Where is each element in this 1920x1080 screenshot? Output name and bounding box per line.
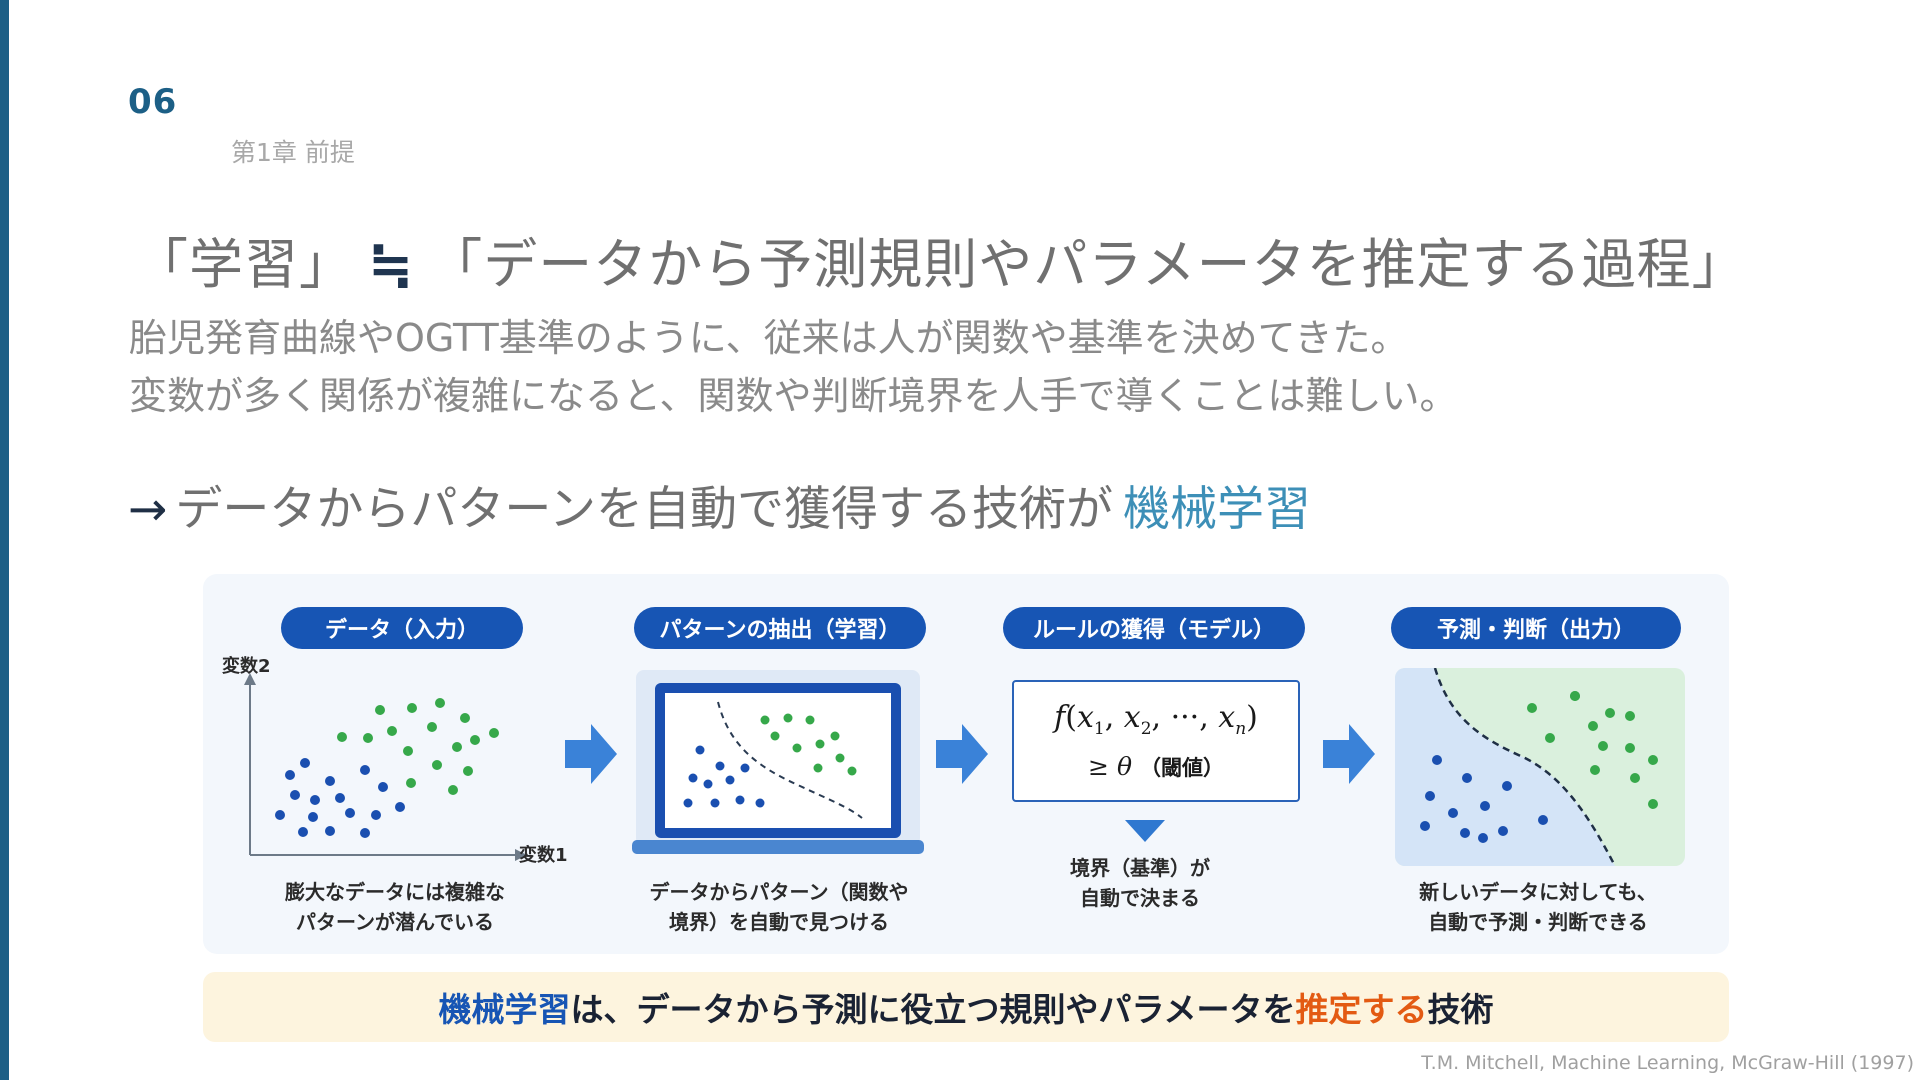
- left-accent-bar: [0, 0, 9, 1080]
- summary-emphasis: 推定する: [1295, 990, 1428, 1029]
- body-line-2: 変数が多く関係が複雑になると、関数や判断境界を人手で導くことは難しい。: [129, 374, 1458, 418]
- output-blue-points: [1420, 755, 1548, 843]
- summary-text-1: は、データから予測に役立つ規則やパラメータを: [570, 990, 1296, 1029]
- step-pill-output: 予測・判断（出力）: [1391, 607, 1681, 649]
- headline-left: 「学習」: [134, 233, 354, 296]
- y-axis-label: 変数2: [222, 656, 271, 677]
- step-caption-output: 新しいデータに対しても、 自動で予測・判断できる: [1419, 880, 1657, 934]
- summary-term: 機械学習: [438, 990, 571, 1029]
- output-green-points: [1527, 691, 1658, 809]
- green-points: [337, 698, 499, 795]
- approx-equal-symbol: ≒: [368, 233, 415, 296]
- formula-line-2: ≥ θ （閾値）: [1088, 752, 1224, 781]
- citation: T.M. Mitchell, Machine Learning, McGraw-…: [1421, 1052, 1914, 1074]
- model-formula-box: f(x1, x2, ···, xn) ≥ θ （閾値）: [1012, 680, 1300, 802]
- input-scatter-plot: [244, 673, 527, 861]
- formula-line-1: f(x1, x2, ···, xn): [1054, 700, 1258, 739]
- laptop-screen: [665, 693, 891, 828]
- summary-banner: 機械学習は、データから予測に役立つ規則やパラメータを推定する技術: [203, 972, 1729, 1042]
- step-caption-input: 膨大なデータには複雑な パターンが潜んでいる: [285, 880, 505, 934]
- conclusion-text: データからパターンを自動で獲得する技術が: [175, 482, 1114, 537]
- step-pill-input: データ（入力）: [281, 607, 523, 649]
- summary-text-2: 技術: [1427, 990, 1494, 1029]
- step-caption-learning: データからパターン（関数や 境界）を自動で見つける: [649, 880, 909, 934]
- headline-right: 「データから予測規則やパラメータを推定する過程」: [428, 233, 1747, 296]
- flow-arrow-icon: [565, 724, 617, 784]
- chapter-label: 第1章 前提: [231, 138, 355, 167]
- boundary-line: [1433, 668, 1617, 866]
- flow-arrow-icon: [1323, 724, 1375, 784]
- x-axis-arrow-icon: [515, 849, 527, 861]
- decision-boundary-line: [717, 701, 863, 819]
- right-arrow-icon: →: [128, 482, 168, 537]
- step-pill-learning: パターンの抽出（学習）: [634, 607, 926, 649]
- body-text: 胎児発育曲線やOGTT基準のように、従来は人が関数や基準を決めてきた。 変数が多…: [129, 309, 1457, 425]
- y-axis-arrow-icon: [244, 673, 256, 685]
- step-caption-model: 境界（基準）が 自動で決まる: [1070, 856, 1210, 910]
- prediction-region-plot: [1395, 668, 1685, 866]
- laptop-base: [632, 840, 924, 854]
- step-pill-model: ルールの獲得（モデル）: [1003, 607, 1305, 649]
- x-axis-label: 変数1: [519, 845, 568, 866]
- laptop-illustration: [632, 670, 924, 854]
- down-arrow-icon: [1125, 820, 1165, 842]
- flow-arrow-icon: [936, 724, 988, 784]
- body-line-1: 胎児発育曲線やOGTT基準のように、従来は人が関数や基準を決めてきた。: [129, 316, 1409, 360]
- conclusion-line: →データからパターンを自動で獲得する技術が機械学習: [128, 470, 1311, 539]
- slide-headline: 「学習」≒「データから予測規則やパラメータを推定する過程」: [134, 220, 1747, 299]
- laptop-blue-points: [683, 745, 765, 808]
- conclusion-highlight: 機械学習: [1123, 482, 1312, 537]
- page-number: 06: [128, 82, 178, 122]
- laptop-green-points: [760, 713, 857, 776]
- blue-points: [275, 758, 405, 838]
